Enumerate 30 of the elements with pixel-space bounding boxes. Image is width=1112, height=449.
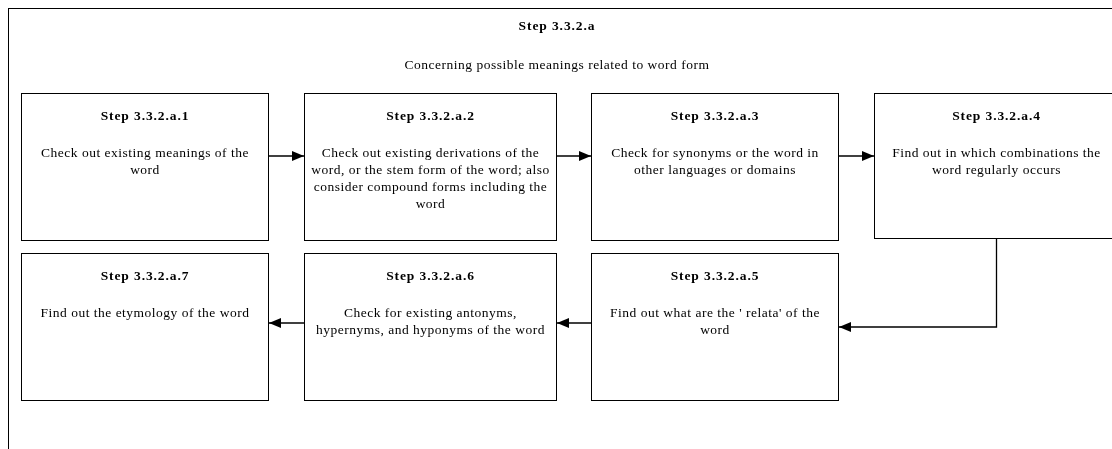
step-description: Check for existing antonyms, hypernyms, and hyponyms of the word	[315, 304, 546, 338]
step-box	[591, 253, 839, 401]
step-description: Find out the etymology of the word	[39, 304, 251, 321]
step-title: Step 3.3.2.a.5	[669, 268, 761, 284]
step-title: Step 3.3.2.a.1	[99, 108, 191, 124]
arrow	[838, 238, 998, 332]
step-box	[591, 93, 839, 241]
step-box	[21, 93, 269, 241]
step-description: Find out in which combinations the word regularly occurs	[891, 144, 1102, 178]
step-title: Step 3.3.2.a	[517, 18, 597, 34]
step-description: Check out existing meanings of the word	[40, 144, 250, 178]
arrow	[268, 318, 305, 328]
arrow	[556, 151, 592, 161]
step-container	[8, 8, 1112, 449]
step-box	[21, 253, 269, 401]
step-box	[304, 253, 557, 401]
arrow	[556, 318, 592, 328]
step-box	[304, 93, 557, 241]
step-description: Check out existing derivations of the word, or the stem form of the word; also consider compound forms including the word	[311, 144, 550, 212]
step-box	[874, 93, 1112, 239]
arrow	[268, 151, 305, 161]
step-description: Check for synonyms or the word in other languages or domains	[610, 144, 820, 178]
step-title: Step 3.3.2.a.4	[951, 108, 1042, 124]
step-title: Step 3.3.2.a.2	[385, 108, 476, 124]
step-description: Find out what are the ' relata' of the word	[609, 304, 821, 338]
step-title: Step 3.3.2.a.3	[669, 108, 761, 124]
step-title: Step 3.3.2.a.7	[99, 268, 191, 284]
step-description: Concerning possible meanings related to word form	[403, 56, 711, 73]
arrow	[838, 151, 875, 161]
step-title: Step 3.3.2.a.6	[385, 268, 476, 284]
